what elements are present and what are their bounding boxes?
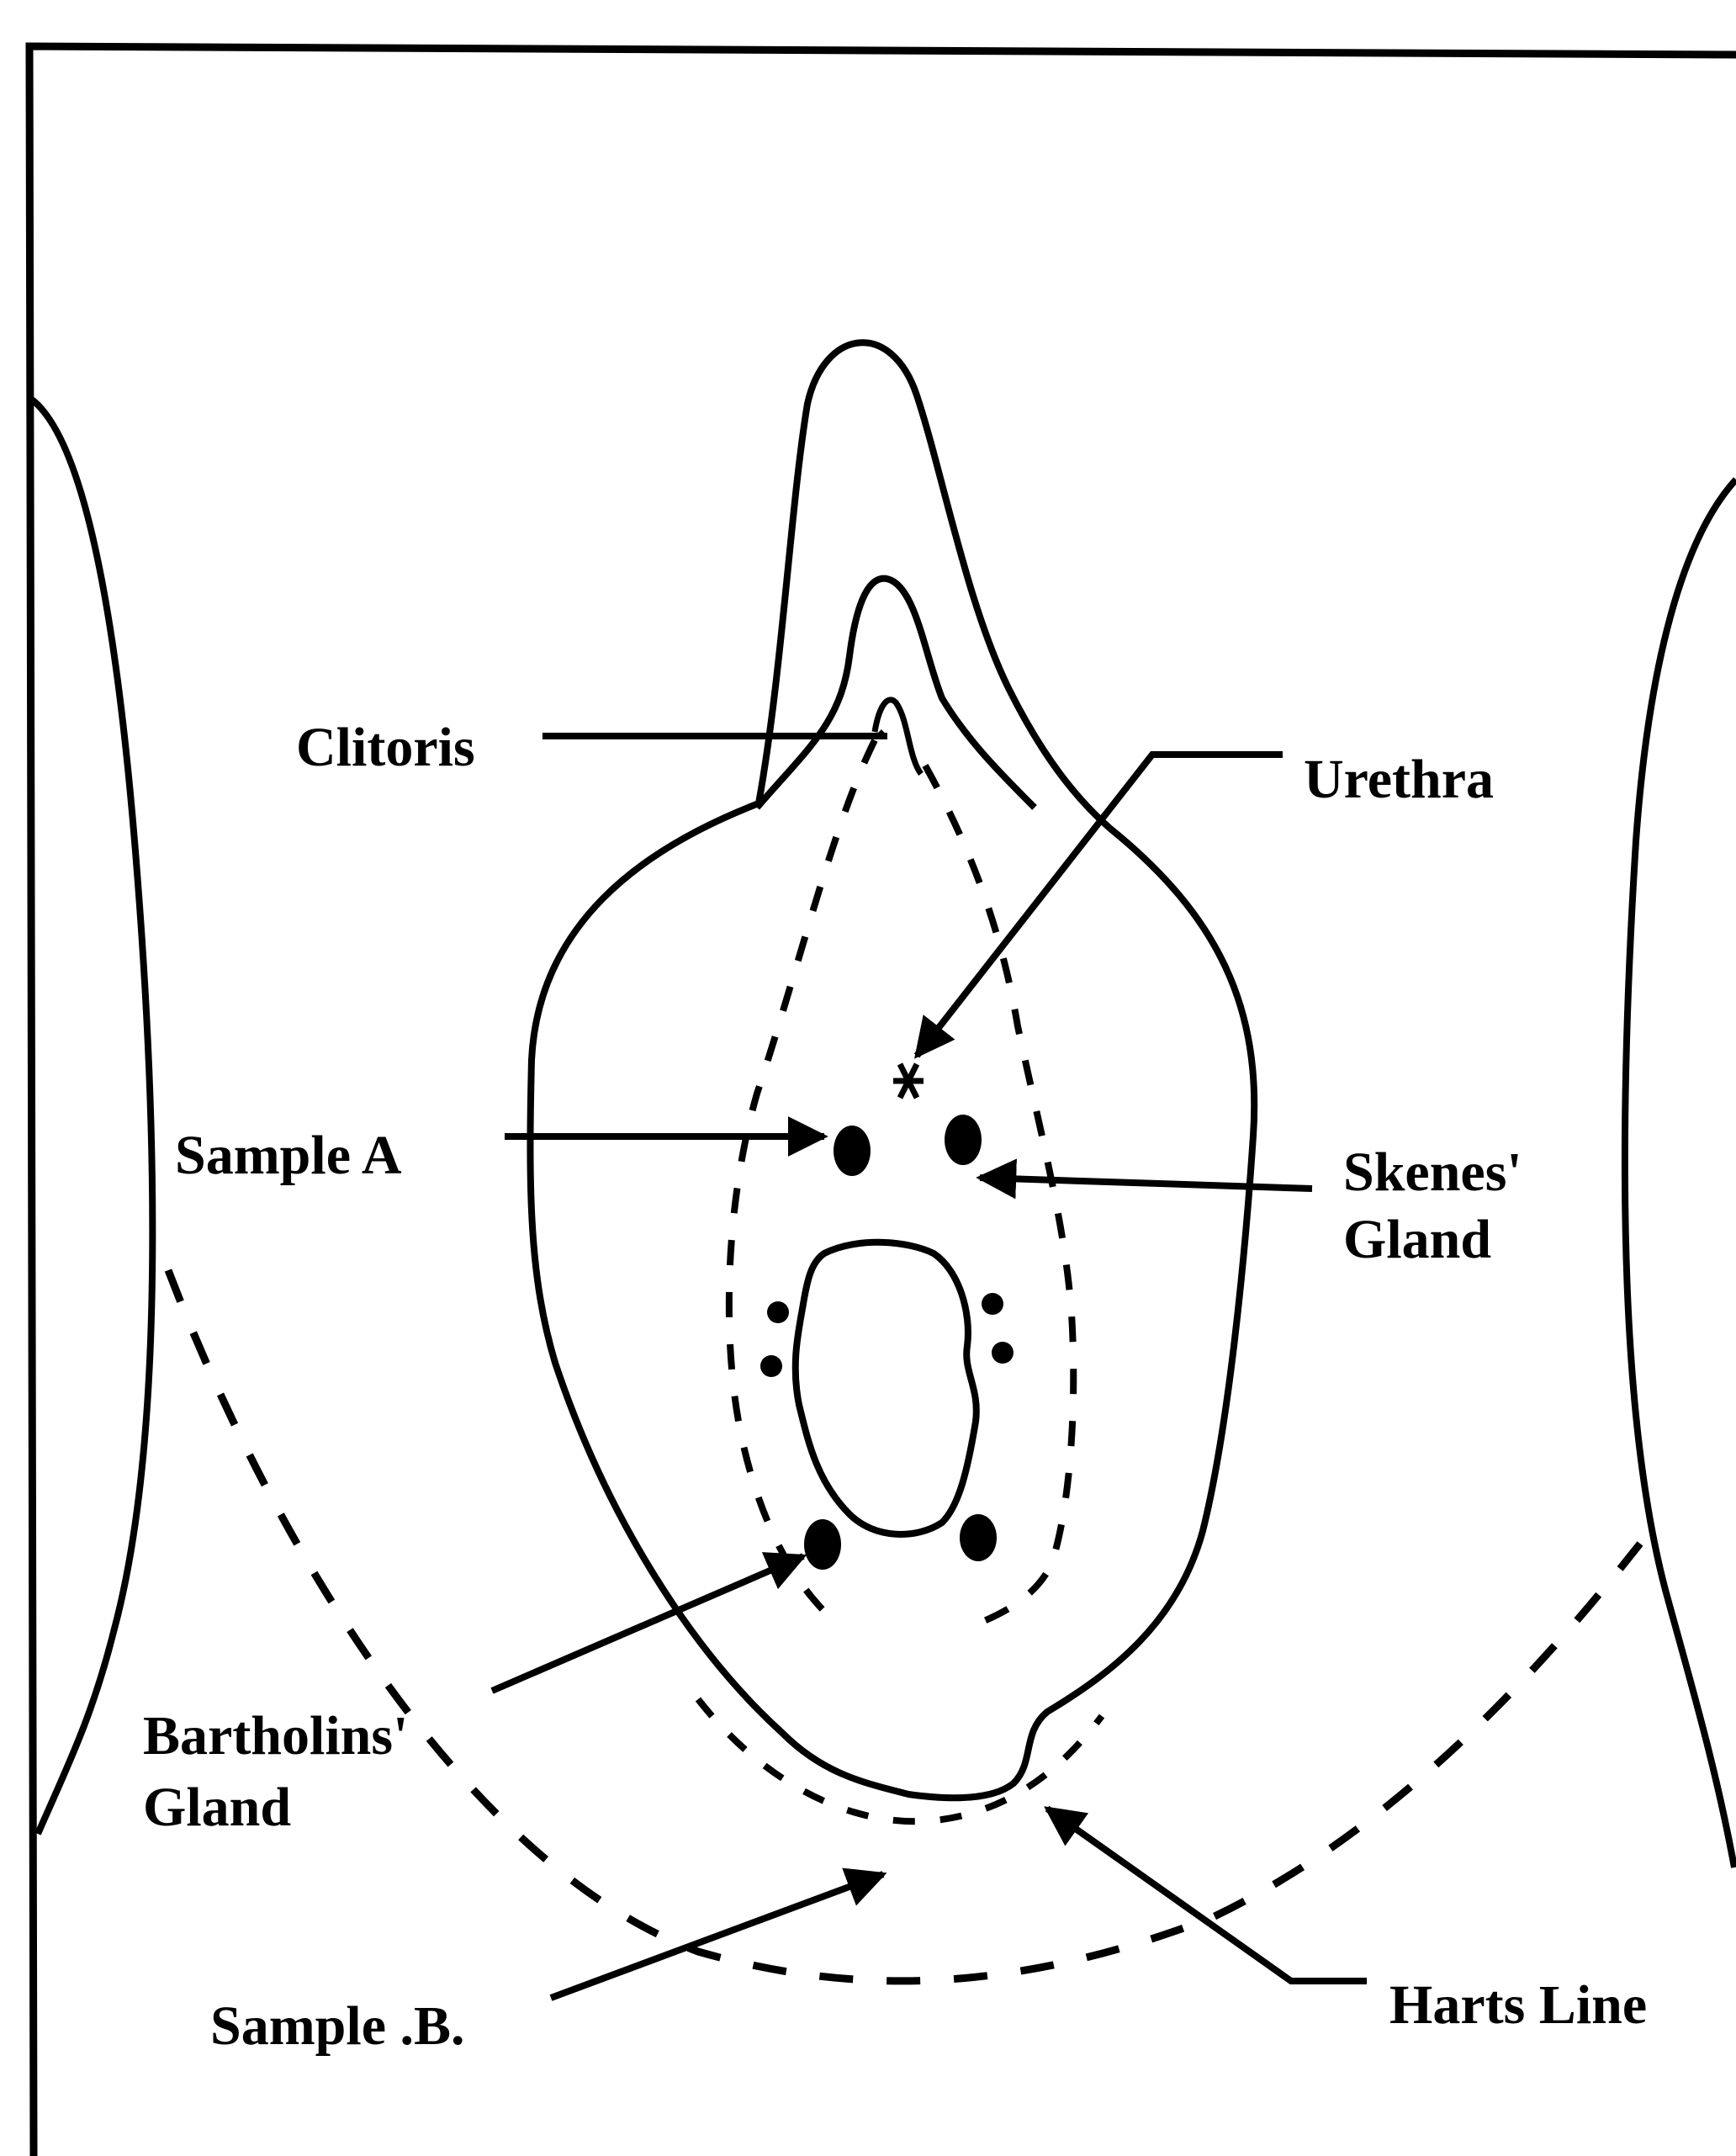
bartholins-gland-arrow (492, 1556, 803, 1691)
skenes-gland-right-dot (945, 1115, 982, 1165)
clitoris-leader-tip (879, 732, 883, 736)
urethra-marker (893, 1064, 924, 1098)
right-thigh-outline (1625, 479, 1736, 1867)
clitoral-hood-outer (759, 342, 1110, 829)
label-bartholins-gland-line2: Gland (143, 1777, 291, 1838)
bartholins-gland-left-dot (804, 1519, 841, 1570)
harts-line-dashed (168, 1270, 1640, 1981)
label-sample-b: Sample .B. (210, 1995, 465, 2057)
skenes-gland-arrow (980, 1178, 1312, 1189)
urethra-arrow (917, 755, 1283, 1056)
gland-dot (767, 1301, 789, 1323)
labia-minora-top (757, 579, 1035, 808)
label-skenes-gland-line1: Skenes' (1343, 1142, 1522, 1203)
left-thigh-outline (32, 400, 152, 1834)
labia-majora-outline (530, 803, 1254, 1798)
frame-border (29, 46, 1736, 2156)
label-urethra: Urethra (1304, 749, 1494, 810)
gland-dot (982, 1293, 1003, 1315)
label-clitoris: Clitoris (296, 717, 475, 778)
gland-dot (992, 1342, 1014, 1364)
vestibule-dashed-boundary-right (925, 765, 1073, 1628)
label-skenes-gland-line2: Gland (1343, 1209, 1491, 1270)
label-harts-line: Harts Line (1389, 1974, 1647, 2036)
vestibule-dashed-boundary (729, 740, 875, 1619)
gland-dot (760, 1355, 782, 1377)
label-bartholins-gland-line1: Bartholins' (143, 1705, 408, 1767)
vaginal-opening (796, 1242, 977, 1534)
bartholins-gland-right-dot (960, 1514, 997, 1561)
label-sample-a: Sample A (175, 1125, 402, 1186)
skenes-gland-left-dot (834, 1126, 871, 1176)
